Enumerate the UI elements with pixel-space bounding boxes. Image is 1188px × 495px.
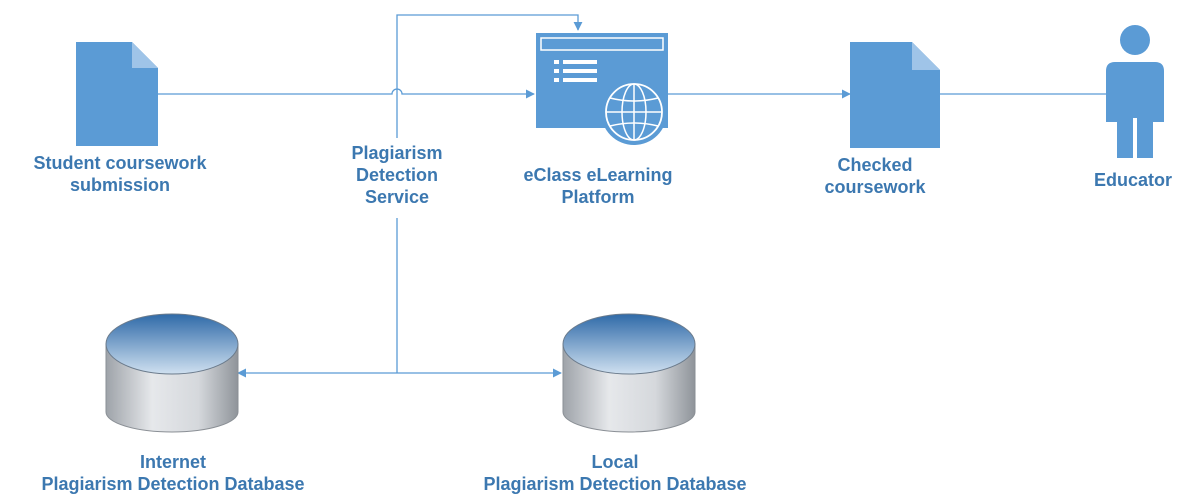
connector-student-to-eclass: [158, 88, 535, 99]
internet-db-label: Internet Plagiarism Detection Database: [41, 452, 305, 494]
database-icon: [105, 313, 239, 433]
globe-icon: [601, 79, 667, 145]
document-icon: [76, 42, 158, 146]
student-coursework-label: Student coursework submission: [33, 153, 207, 195]
local-db-label: Local Plagiarism Detection Database: [483, 452, 747, 494]
connector-service-to-eclass-top: [396, 14, 583, 138]
educator-label: Educator: [1093, 170, 1172, 190]
web-application-icon: [536, 33, 668, 145]
document-icon: [850, 42, 940, 148]
plagiarism-service-label: Plagiarism Detection Service: [351, 143, 443, 207]
person-icon: [1106, 25, 1164, 158]
database-icon: [562, 313, 696, 433]
connectors: [158, 14, 1108, 378]
eclass-platform-label: eClass eLearning Platform: [523, 165, 673, 207]
checked-coursework-label: Checked coursework: [824, 155, 926, 197]
